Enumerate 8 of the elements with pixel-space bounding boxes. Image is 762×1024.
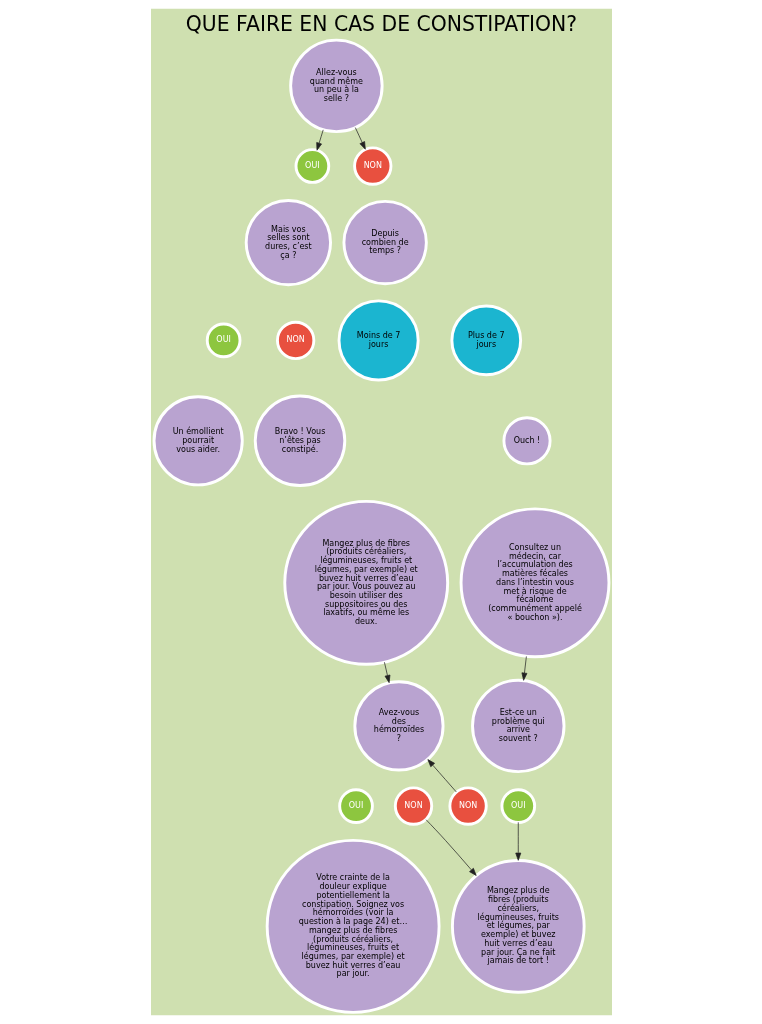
arrow [427, 759, 457, 793]
arrow [383, 661, 390, 684]
arrow [354, 127, 366, 150]
arrow [315, 129, 324, 151]
arrow [521, 656, 527, 681]
diagram-title: QUE FAIRE EN CAS DE CONSTIPATION? [185, 11, 577, 36]
arrow [425, 819, 477, 876]
arrow [514, 821, 521, 861]
